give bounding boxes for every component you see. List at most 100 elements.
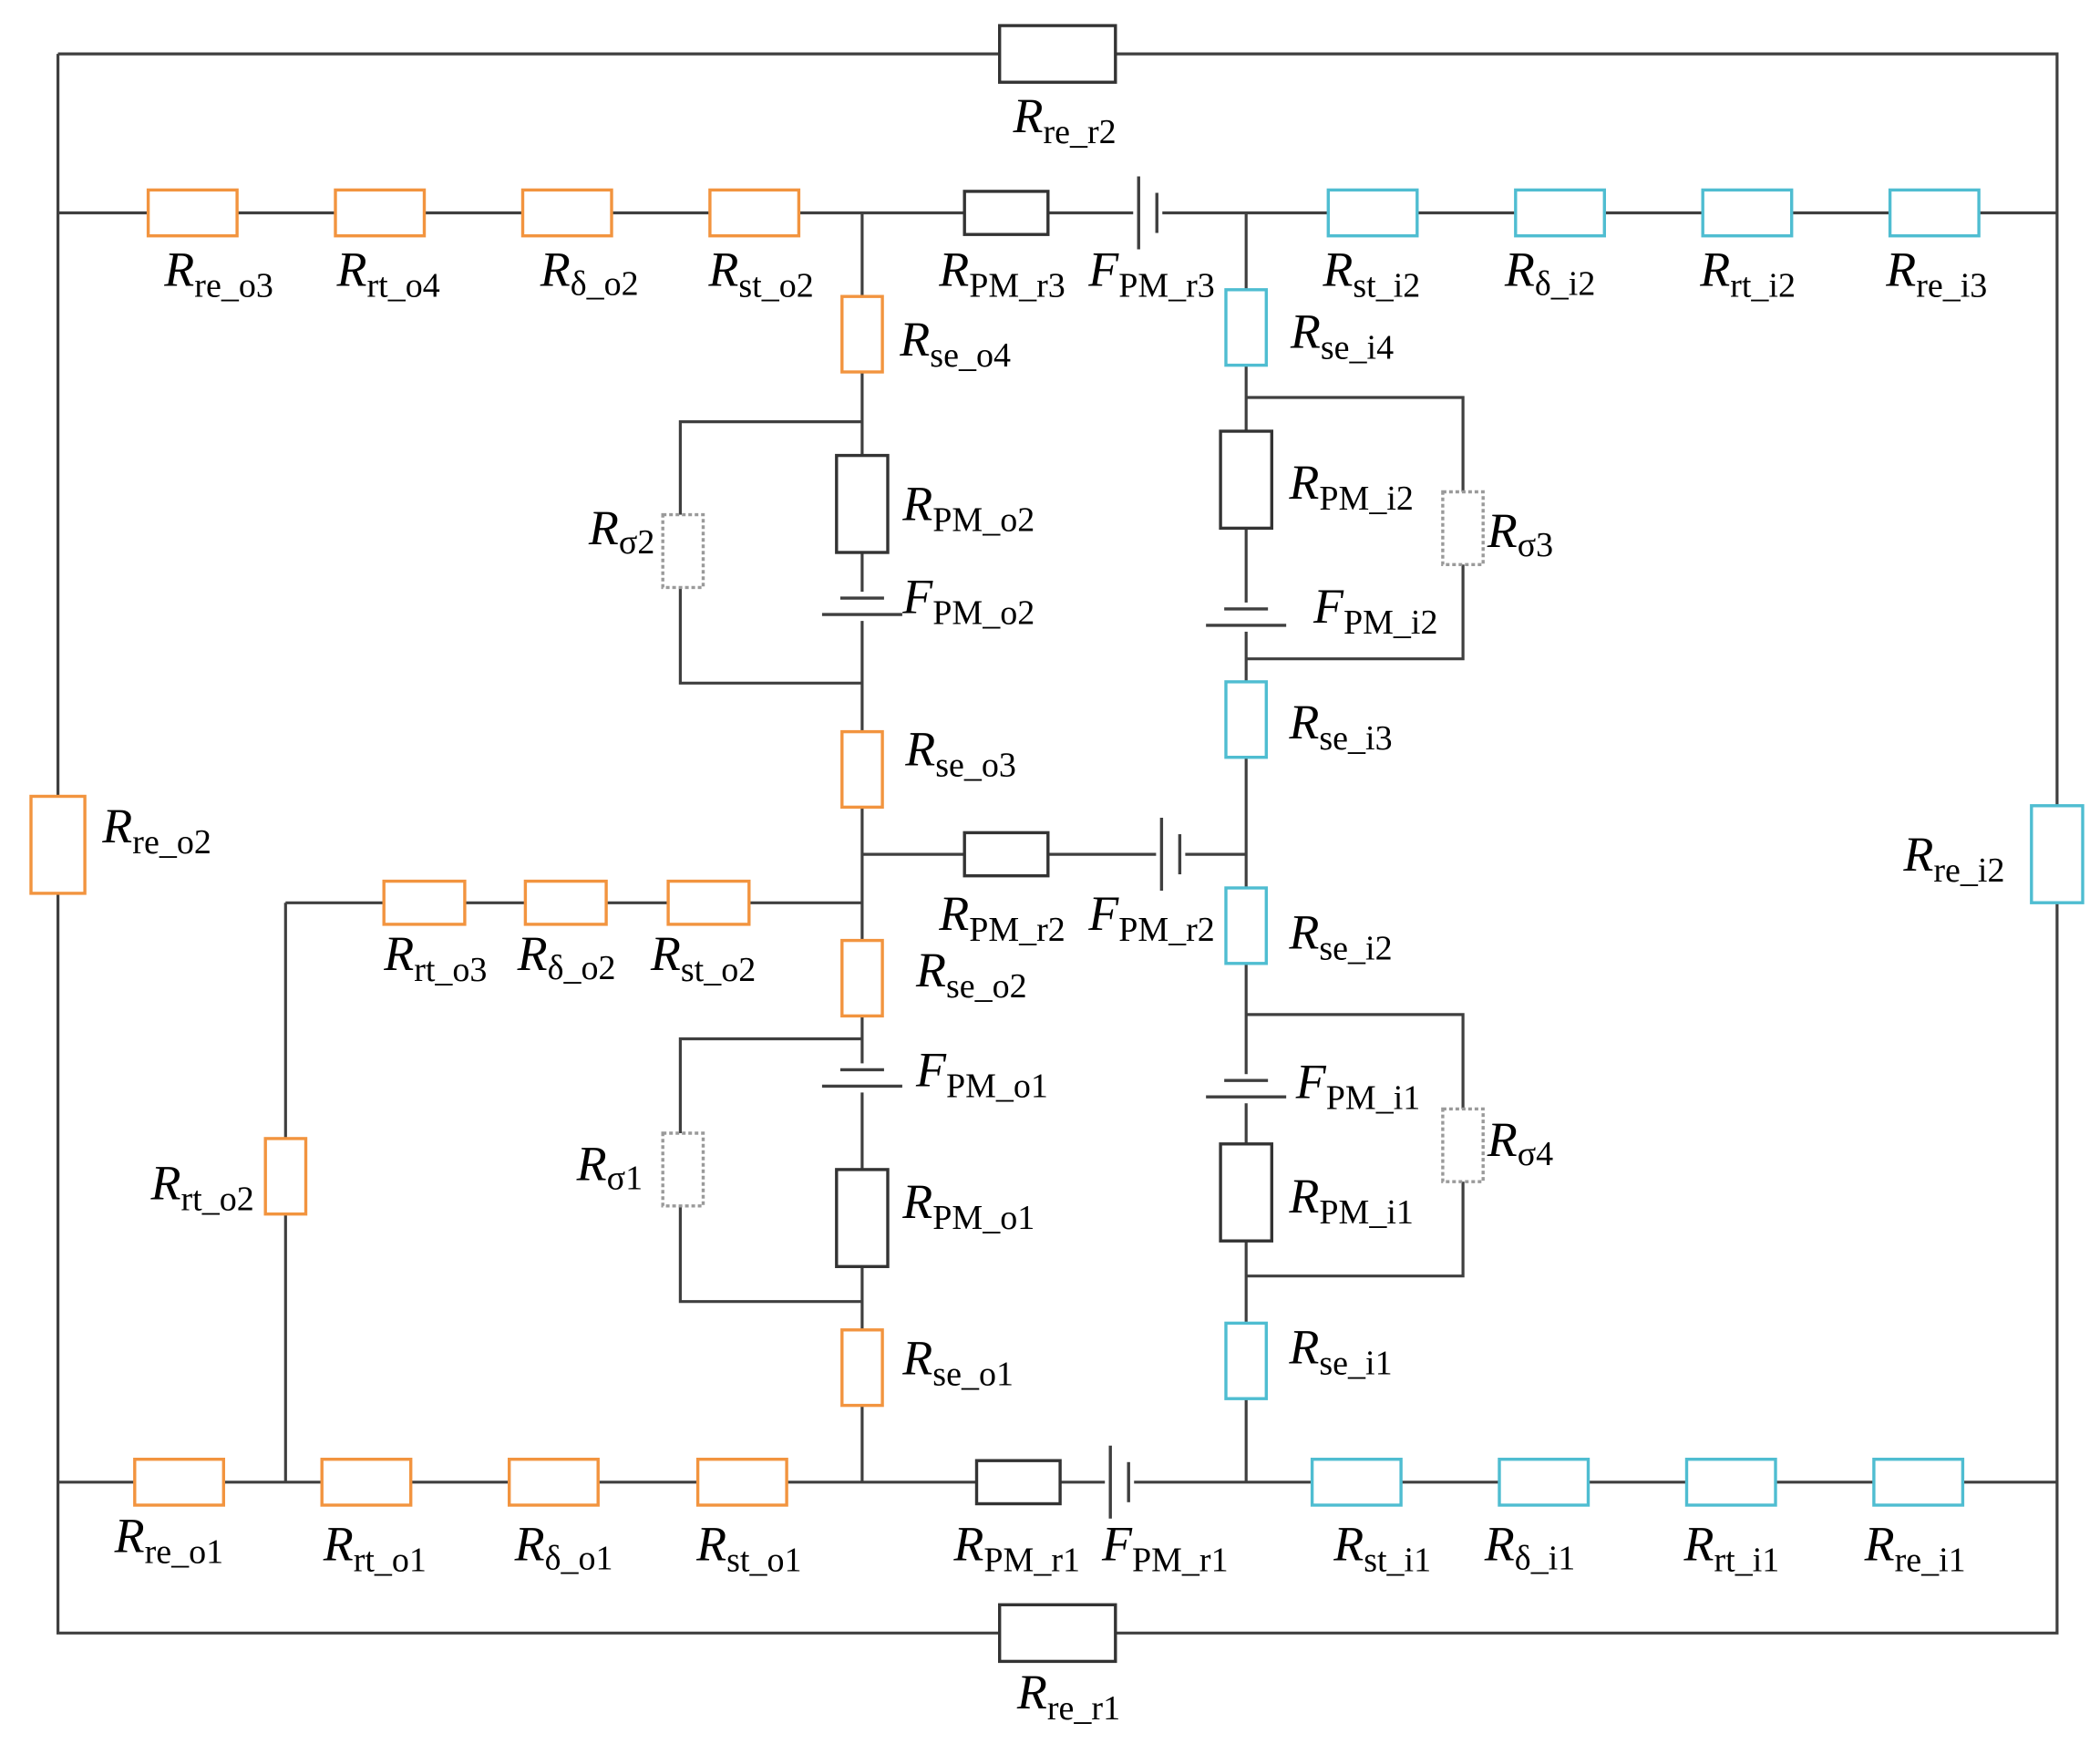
source-pm-r3: [1133, 176, 1163, 250]
label-r-re-i3: Rre_i3: [1885, 242, 1987, 304]
label-r-rt-o4: Rrt_o4: [336, 242, 440, 304]
resistor-rt-i1: [1684, 1457, 1777, 1507]
label-r-re-r2: Rre_r2: [1013, 88, 1117, 151]
label-r-sigma3: Rσ3: [1487, 503, 1553, 564]
label-r-pm-i1: RPM_i1: [1288, 1169, 1413, 1232]
resistor-st-o2-top: [708, 188, 801, 238]
resistor-delta-o1: [508, 1457, 600, 1507]
wire-segment-1: [56, 52, 2059, 1635]
source-pm-o1: [821, 1063, 902, 1093]
resistor-pm-i2: [1219, 429, 1273, 531]
resistor-sigma4: [1441, 1107, 1485, 1183]
resistor-re-o2: [29, 794, 87, 895]
label-r-re-o2: Rre_o2: [101, 799, 211, 862]
label-r-se-o3: Rse_o3: [904, 722, 1016, 785]
label-f-pm-r2: FPM_r2: [1087, 886, 1215, 949]
resistor-se-i4: [1224, 288, 1268, 367]
label-r-re-i1: Rre_i1: [1864, 1517, 1966, 1580]
label-r-st-o2-mid: Rst_o2: [650, 926, 756, 989]
label-r-pm-o1: RPM_o1: [901, 1174, 1035, 1237]
resistor-pm-r1: [974, 1459, 1062, 1506]
label-r-se-i2: Rse_i2: [1288, 905, 1392, 968]
resistor-re-r2: [997, 24, 1117, 84]
label-r-re-o1: Rre_o1: [114, 1509, 224, 1572]
resistor-delta-i2: [1514, 188, 1607, 238]
resistor-re-i1: [1872, 1457, 1965, 1507]
resistor-rt-o1: [320, 1457, 413, 1507]
resistor-sigma2: [661, 512, 705, 590]
source-pm-r2: [1156, 818, 1186, 892]
label-r-se-i3: Rse_i3: [1288, 695, 1392, 758]
label-r-rt-i2: Rrt_i2: [1699, 242, 1796, 304]
label-r-sigma2: Rσ2: [588, 500, 654, 562]
resistor-pm-r3: [962, 190, 1050, 236]
label-f-pm-r3: FPM_r3: [1087, 242, 1215, 304]
label-r-delta-i2: Rδ_i2: [1504, 242, 1595, 303]
resistor-st-o2-mid: [666, 879, 751, 926]
resistor-se-o2: [840, 938, 884, 1018]
resistor-se-o1: [840, 1328, 884, 1408]
label-r-re-o3: Rre_o3: [163, 242, 273, 304]
label-f-pm-i1: FPM_i1: [1295, 1055, 1420, 1118]
label-r-rt-o2: Rrt_o2: [150, 1155, 254, 1218]
label-r-st-i2: Rst_i2: [1322, 242, 1420, 304]
resistor-rt-o3: [382, 879, 467, 926]
label-r-sigma1: Rσ1: [576, 1137, 643, 1198]
resistor-rt-i2: [1701, 188, 1794, 238]
label-r-st-o2-top: Rst_o2: [707, 242, 813, 304]
label-r-st-o1: Rst_o1: [695, 1517, 801, 1580]
resistor-st-o1: [695, 1457, 788, 1507]
wire-segment-9: [678, 420, 862, 685]
resistor-sigma3: [1441, 490, 1485, 567]
resistor-se-i2: [1224, 886, 1268, 965]
label-r-pm-o2: RPM_o2: [901, 477, 1035, 540]
resistor-st-i2: [1326, 188, 1419, 238]
label-r-delta-o1: Rδ_o1: [514, 1517, 613, 1578]
label-r-pm-r1: RPM_r1: [952, 1517, 1080, 1580]
label-r-st-i1: Rst_i1: [1333, 1517, 1431, 1580]
source-pm-i1: [1206, 1074, 1287, 1104]
label-r-pm-i2: RPM_i2: [1288, 455, 1413, 518]
resistor-pm-o2: [835, 453, 890, 554]
resistor-se-o4: [840, 294, 884, 374]
label-f-pm-o1: FPM_o1: [915, 1042, 1048, 1105]
label-f-pm-o2: FPM_o2: [901, 570, 1035, 633]
source-pm-i2: [1206, 602, 1287, 632]
label-r-re-i2: Rre_i2: [1902, 827, 2004, 890]
resistor-rt-o2: [263, 1137, 308, 1216]
resistor-st-i1: [1310, 1457, 1403, 1507]
label-f-pm-r1: FPM_r1: [1101, 1517, 1229, 1580]
label-r-re-r1: Rre_r1: [1016, 1665, 1120, 1728]
label-r-delta-o2-mid: Rδ_o2: [517, 926, 616, 987]
label-r-se-o1: Rse_o1: [901, 1331, 1014, 1394]
resistor-re-o3: [146, 188, 239, 238]
label-r-se-i1: Rse_i1: [1288, 1320, 1392, 1383]
resistor-pm-o1: [835, 1168, 890, 1269]
resistor-re-r1: [997, 1603, 1117, 1664]
resistor-se-o3: [840, 729, 884, 810]
resistor-delta-i1: [1498, 1457, 1590, 1507]
resistor-pm-i1: [1219, 1142, 1273, 1243]
label-r-pm-r2: RPM_r2: [938, 886, 1065, 949]
resistor-re-i2: [2030, 804, 2085, 904]
resistor-delta-o2-mid: [523, 879, 608, 926]
wire-segment-12: [1246, 1013, 1465, 1278]
label-r-se-o4: Rse_o4: [899, 312, 1011, 375]
circuit-components: [29, 24, 2085, 1664]
label-f-pm-i2: FPM_i2: [1312, 579, 1437, 642]
resistor-re-i3: [1888, 188, 1981, 238]
label-r-delta-o2-top: Rδ_o2: [540, 242, 639, 303]
source-pm-r1: [1105, 1445, 1135, 1519]
source-pm-o2: [821, 592, 902, 622]
resistor-pm-r2: [962, 831, 1050, 878]
resistor-delta-o2-top: [520, 188, 613, 238]
resistor-se-i1: [1224, 1321, 1268, 1400]
resistor-rt-o4: [334, 188, 427, 238]
label-r-rt-o1: Rrt_o1: [323, 1517, 427, 1580]
resistor-sigma1: [661, 1131, 705, 1208]
label-r-se-i4: Rse_i4: [1290, 304, 1394, 366]
label-r-se-o2: Rse_o2: [915, 943, 1027, 1006]
label-r-delta-i1: Rδ_i1: [1484, 1517, 1575, 1578]
